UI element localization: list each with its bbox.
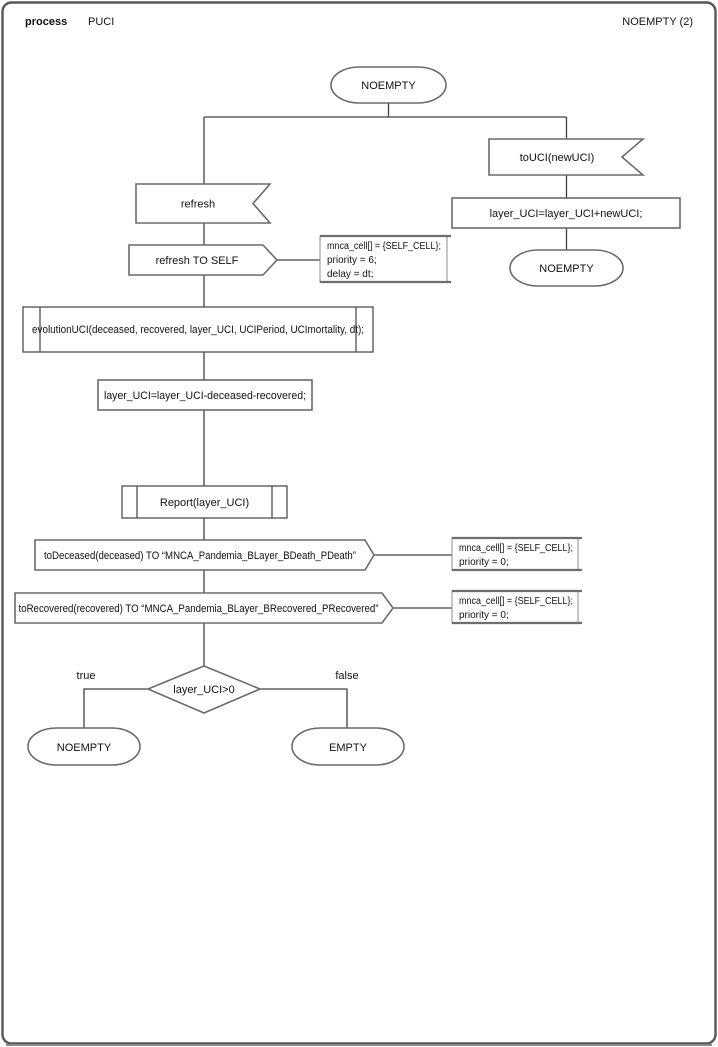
- state-noempty-right: NOEMPTY: [509, 249, 624, 287]
- annotation-line: delay = dt;: [327, 269, 373, 280]
- connector-false-branch: [260, 688, 348, 728]
- output-refresh-to-self: refresh TO SELF: [128, 244, 279, 276]
- input-touci: toUCI(newUCI): [488, 138, 646, 176]
- decision-layer-uci: layer_UCI>0: [145, 665, 263, 714]
- input-refresh: refresh: [135, 183, 272, 224]
- state-empty-bottom: EMPTY: [291, 727, 405, 766]
- output-signal-symbol: [34, 539, 375, 571]
- annotation-deceased: mnca_cell[] = {SELF_CELL}; priority = 0;: [451, 536, 582, 572]
- task-add-newuci: layer_UCI=layer_UCI+newUCI;: [451, 197, 681, 229]
- annotation-refresh-self: mnca_cell[] = {SELF_CELL}; priority = 6;…: [319, 234, 451, 284]
- task-symbol: [451, 197, 681, 229]
- decision-true-label: true: [77, 670, 96, 682]
- input-signal-symbol: [135, 183, 272, 224]
- decision-condition: layer_UCI>0: [173, 684, 234, 696]
- task-update-layer: layer_UCI=layer_UCI-deceased-recovered;: [97, 379, 313, 411]
- connector-lines: [83, 103, 568, 728]
- annotation-line: mnca_cell[] = {SELF_CELL};: [459, 543, 573, 554]
- state-symbol: [291, 727, 405, 766]
- input-label: toUCI(newUCI): [520, 152, 595, 164]
- procedure-label: Report(layer_UCI): [160, 497, 249, 509]
- state-label: EMPTY: [329, 742, 368, 754]
- output-signal-symbol: [128, 244, 279, 276]
- procedure-report: Report(layer_UCI): [121, 485, 288, 519]
- procedure-symbol: [121, 485, 288, 519]
- output-to-recovered: toRecovered(recovered) TO “MNCA_Pandemia…: [14, 592, 394, 624]
- output-to-deceased: toDeceased(deceased) TO “MNCA_Pandemia_B…: [34, 539, 375, 571]
- decision-symbol: [145, 665, 263, 714]
- task-symbol: [97, 379, 313, 411]
- output-label: refresh TO SELF: [156, 255, 239, 267]
- state-noempty-bottom: NOEMPTY: [27, 727, 141, 766]
- output-label: toDeceased(deceased) TO “MNCA_Pandemia_B…: [44, 550, 356, 562]
- state-symbol: [330, 66, 447, 104]
- header-sheet-label: NOEMPTY (2): [622, 16, 693, 28]
- connector-true-branch: [83, 688, 148, 728]
- task-label: layer_UCI=layer_UCI+newUCI;: [490, 208, 643, 220]
- annotation-line: mnca_cell[] = {SELF_CELL};: [459, 596, 573, 607]
- task-label: layer_UCI=layer_UCI-deceased-recovered;: [104, 390, 306, 402]
- header-process-name: PUCI: [88, 16, 114, 28]
- header-kind-label: process: [25, 16, 67, 28]
- procedure-symbol: [22, 306, 374, 353]
- state-noempty-top: NOEMPTY: [330, 66, 447, 104]
- decision-false-label: false: [335, 670, 358, 682]
- annotation-recovered: mnca_cell[] = {SELF_CELL}; priority = 0;: [451, 589, 582, 625]
- procedure-label: evolutionUCI(deceased, recovered, layer_…: [32, 324, 364, 336]
- input-signal-symbol: [488, 138, 646, 176]
- annotation-line: priority = 0;: [459, 557, 509, 568]
- annotation-line: mnca_cell[] = {SELF_CELL};: [327, 241, 441, 252]
- state-label: NOEMPTY: [57, 742, 112, 754]
- state-symbol: [509, 249, 624, 287]
- output-label: toRecovered(recovered) TO “MNCA_Pandemia…: [19, 603, 379, 615]
- state-label: NOEMPTY: [539, 263, 594, 275]
- state-symbol: [27, 727, 141, 766]
- output-signal-symbol: [14, 592, 394, 624]
- annotation-box: [319, 235, 448, 283]
- procedure-evolutionuci: evolutionUCI(deceased, recovered, layer_…: [22, 306, 374, 353]
- state-label: NOEMPTY: [361, 80, 416, 92]
- input-label: refresh: [181, 199, 215, 211]
- annotation-line: priority = 0;: [459, 610, 509, 621]
- annotation-line: priority = 6;: [327, 255, 377, 266]
